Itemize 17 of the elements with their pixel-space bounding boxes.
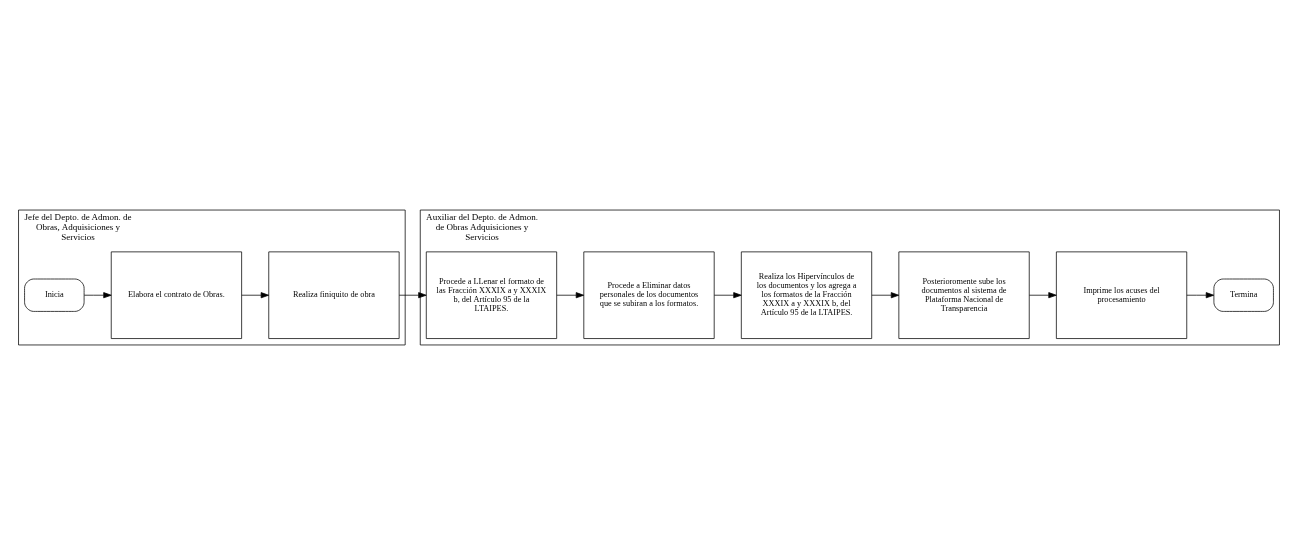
arrow [871, 292, 900, 299]
node-box: Posterioromente sube los documentos al sistema de Plataforma Nacional de Transparencia [898, 251, 1030, 339]
node-box: Procede a Eliminar datos personales de los documentos que se subiran a los formatos. [583, 251, 715, 339]
arrow [556, 292, 585, 299]
arrow [1029, 292, 1057, 299]
node-box: Procede a LLenar el formato de las Fracción XXXIX a y XXXIX b, del Artículo 95 de la LTAIPES. [425, 251, 558, 339]
node-box: Imprime los acuses del procesamiento [1056, 251, 1188, 339]
node-box: Realiza los Hipervínculos de los documentos y los agrega a los formatos de la Fracción XXXIX a y XXXIX b, del Artículo 95 de la LTAIPES. [740, 251, 873, 339]
node-box: Inicia [24, 278, 85, 312]
arrow [713, 292, 742, 299]
node-box: Termina [1213, 278, 1274, 312]
arrow [1186, 292, 1215, 299]
arrow [83, 292, 112, 299]
node-box: Elabora el contrato de Obras. [110, 251, 242, 339]
arrow [398, 292, 427, 299]
node-box: Realiza finiquito de obra [268, 251, 400, 339]
arrow [241, 292, 270, 299]
